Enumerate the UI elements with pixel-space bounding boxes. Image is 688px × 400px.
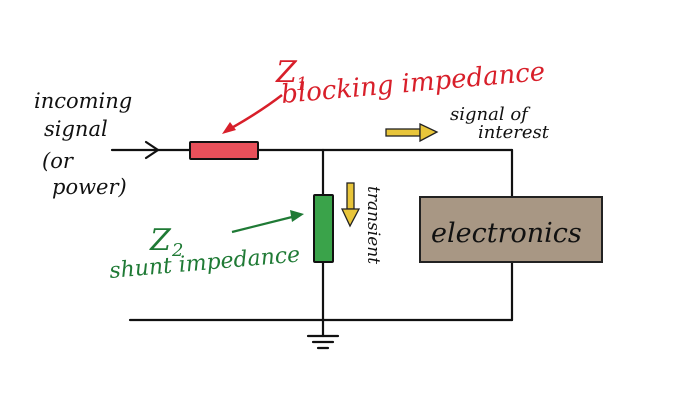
signal-label-line2: interest bbox=[478, 122, 550, 143]
z1-symbol: Z bbox=[275, 55, 298, 90]
blocking-impedance-resistor bbox=[189, 141, 259, 160]
signal-arrow-icon bbox=[385, 122, 439, 143]
input-label-line2: signal bbox=[44, 117, 108, 141]
z2-description: shunt impedance bbox=[108, 242, 301, 284]
z1-subscript: 1 bbox=[296, 74, 307, 95]
z2-pointer-arrow-icon bbox=[231, 210, 304, 234]
ground-icon bbox=[306, 334, 340, 350]
input-label-line1: incoming bbox=[34, 89, 132, 113]
input-label: incoming signal (or power) bbox=[34, 89, 132, 199]
z1-pointer-arrow-icon bbox=[222, 94, 283, 134]
signal-label-line1: signal of bbox=[450, 104, 531, 125]
electronics-box bbox=[419, 196, 603, 263]
z2-subscript: 2 bbox=[171, 240, 183, 261]
transient-arrow-icon bbox=[340, 182, 361, 228]
circuit-wires bbox=[110, 148, 514, 338]
electronics-label: electronics bbox=[431, 218, 582, 249]
transient-label: transient bbox=[363, 186, 383, 264]
z2-symbol: Z bbox=[149, 223, 172, 258]
shunt-impedance-resistor bbox=[313, 194, 334, 263]
z1-description: blocking impedance bbox=[280, 57, 546, 110]
input-label-line3: (or bbox=[42, 149, 75, 173]
input-label-line4: power) bbox=[52, 175, 127, 199]
input-arrowhead-icon bbox=[144, 140, 160, 160]
